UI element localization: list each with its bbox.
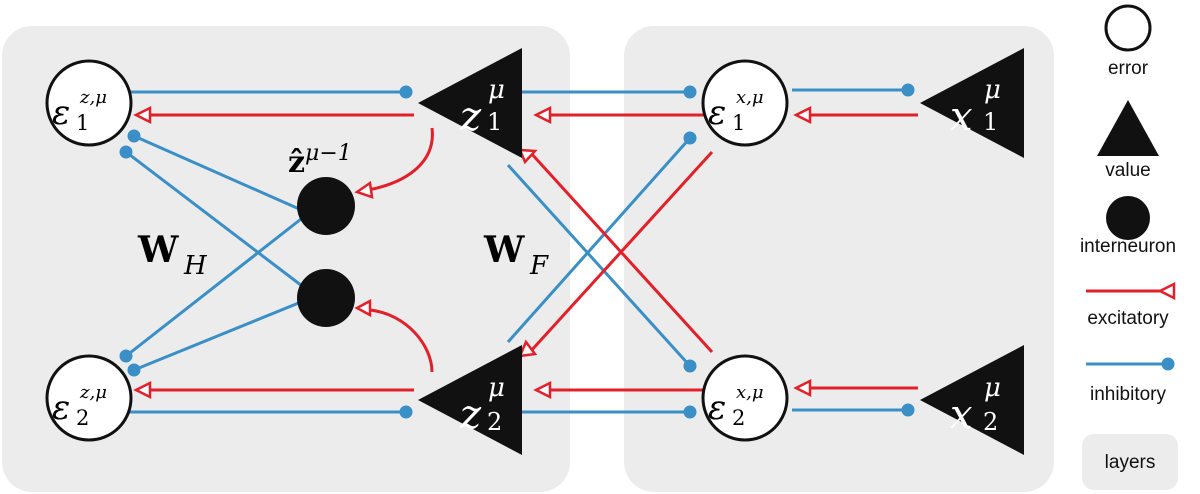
svg-text:x,μ: x,μ [736, 382, 764, 403]
arrow-errz1 [133, 105, 152, 125]
arrow-int1 [354, 180, 374, 199]
svg-text:2: 2 [76, 406, 89, 430]
conn-errz1-int2 [125, 150, 311, 294]
inhibitory-terminals [119, 83, 915, 419]
arrow-errx1 [793, 105, 812, 125]
svg-text:1: 1 [487, 108, 502, 136]
interneuron-label: ẑμ−1 [288, 141, 352, 180]
legend-error-icon [1104, 4, 1152, 52]
arrow-valz2-b [517, 339, 538, 358]
dot-errz1-b [119, 145, 133, 159]
legend-value-label: value [1105, 160, 1151, 181]
conn-errz2-int2 [133, 298, 307, 372]
error-node-x2: ε x,μ 2 [701, 354, 789, 442]
legend-value-icon [1097, 100, 1159, 156]
svg-text:μ: μ [984, 373, 1001, 403]
svg-text:x: x [950, 392, 973, 438]
interneuron-1 [297, 177, 355, 235]
svg-text:1: 1 [732, 111, 745, 135]
legend-layers-swatch [1082, 434, 1178, 490]
inhibitory-connections [125, 88, 908, 414]
svg-text:ε: ε [708, 388, 726, 428]
conn-errz2-int1 [125, 210, 311, 358]
dot-errx1-a [683, 85, 697, 99]
legend-interneuron-icon [1106, 196, 1150, 240]
legend-layers-label: layers [1104, 452, 1156, 473]
legend-error-label: error [1107, 58, 1149, 79]
dot-errx1-b [683, 131, 697, 145]
conn-valz1-errx2 [506, 163, 692, 368]
dot-errx2-b [683, 405, 697, 419]
error-node-x1: ε x,μ 1 [701, 59, 789, 147]
svg-text:x: x [950, 94, 973, 140]
svg-text:z,μ: z,μ [79, 87, 107, 108]
legend [1082, 4, 1178, 490]
svg-text:z: z [459, 94, 482, 140]
dot-valz2 [399, 405, 413, 419]
svg-text:1: 1 [983, 108, 998, 136]
interneuron-2 [297, 269, 355, 327]
svg-text:2: 2 [983, 408, 998, 436]
dot-valz1 [399, 85, 413, 99]
svg-text:z,μ: z,μ [79, 382, 107, 403]
dot-errz2-a [119, 349, 133, 363]
dot-errz1-a [127, 129, 141, 143]
weight-label-wh: W H [137, 229, 208, 281]
arrow-valz1-a [533, 105, 552, 125]
conn-valz2-errx1 [506, 137, 692, 343]
value-node-z1: z μ 1 [418, 48, 522, 158]
value-node-z2: z μ 2 [418, 345, 522, 455]
dot-valx2 [901, 403, 915, 417]
arrow-int2 [354, 298, 372, 318]
conn-errx1-valz2 [528, 150, 714, 354]
excitatory-connections [138, 113, 918, 392]
arrow-errx2 [793, 378, 812, 398]
legend-interneuron-label: interneuron [1079, 236, 1177, 257]
svg-text:ε: ε [708, 93, 726, 133]
legend-inhibitory-label: inhibitory [1089, 384, 1167, 405]
svg-text:μ: μ [488, 75, 505, 105]
conn-errz1-int1 [133, 134, 307, 214]
svg-text:1: 1 [76, 111, 89, 135]
layer-panel-z [2, 26, 570, 492]
weight-label-wf: W F [483, 229, 549, 281]
svg-text:μ: μ [984, 75, 1001, 105]
svg-text:H: H [183, 251, 208, 281]
svg-text:μ: μ [488, 373, 505, 403]
conn-valz1-int1 [367, 127, 434, 192]
dot-errz2-b [127, 363, 141, 377]
svg-text:2: 2 [487, 408, 502, 436]
value-node-x2: x μ 2 [920, 345, 1024, 455]
svg-text:ε: ε [52, 93, 70, 133]
conn-valz2-int2 [369, 308, 434, 373]
svg-text:F: F [529, 251, 549, 281]
svg-text:x,μ: x,μ [736, 87, 764, 108]
error-node-z1: ε z,μ 1 [45, 59, 133, 147]
svg-text:2: 2 [732, 406, 745, 430]
svg-text:ε: ε [52, 388, 70, 428]
dot-errx2-a [683, 359, 697, 373]
svg-text:W: W [483, 229, 525, 271]
legend-excitatory-label: excitatory [1087, 308, 1169, 329]
excitatory-terminals [133, 105, 812, 400]
arrow-valz1-b [518, 148, 538, 165]
svg-text:W: W [137, 229, 179, 271]
value-node-x1: x μ 1 [920, 48, 1024, 158]
dot-valx1 [901, 83, 915, 97]
arrow-errz2 [133, 380, 152, 400]
error-node-z2: ε z,μ 2 [45, 354, 133, 442]
arrow-valz2-a [533, 380, 552, 400]
svg-text:z: z [459, 392, 482, 438]
